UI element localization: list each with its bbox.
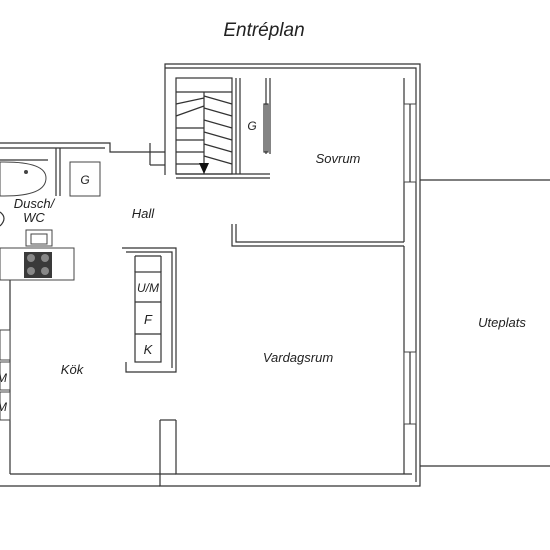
closet-f-label: F [144,312,153,327]
closet-g-stair-label: G [247,119,256,133]
bathroom: G [0,148,101,227]
terrace-outline [420,179,550,467]
plan-title: Entréplan [223,20,304,41]
staircase [175,77,270,179]
closet-k-label: K [144,342,154,357]
room-label-sovrum: Sovrum [316,151,361,166]
room-label-uteplats: Uteplats [478,315,526,330]
room-label-wc: WC [23,210,45,225]
storage-column: U/M F K [122,247,177,373]
closet-g-bath [69,161,101,197]
left-m2-label: M [0,400,7,414]
room-label-kok: Kök [61,362,85,377]
kitchen-counter: M M [0,229,75,421]
stair-arrow-icon [199,163,209,174]
closet-g-bath-label: G [80,173,89,187]
bedroom-walls [231,78,417,474]
room-label-hall: Hall [132,206,156,221]
closet-um-label: U/M [137,281,159,295]
left-m1-label: M [0,371,7,385]
room-label-dusch: Dusch/ [14,196,56,211]
room-label-vardagsrum: Vardagsrum [263,350,333,365]
closet-g-stair: G [235,78,271,174]
exterior-walls [0,63,421,487]
